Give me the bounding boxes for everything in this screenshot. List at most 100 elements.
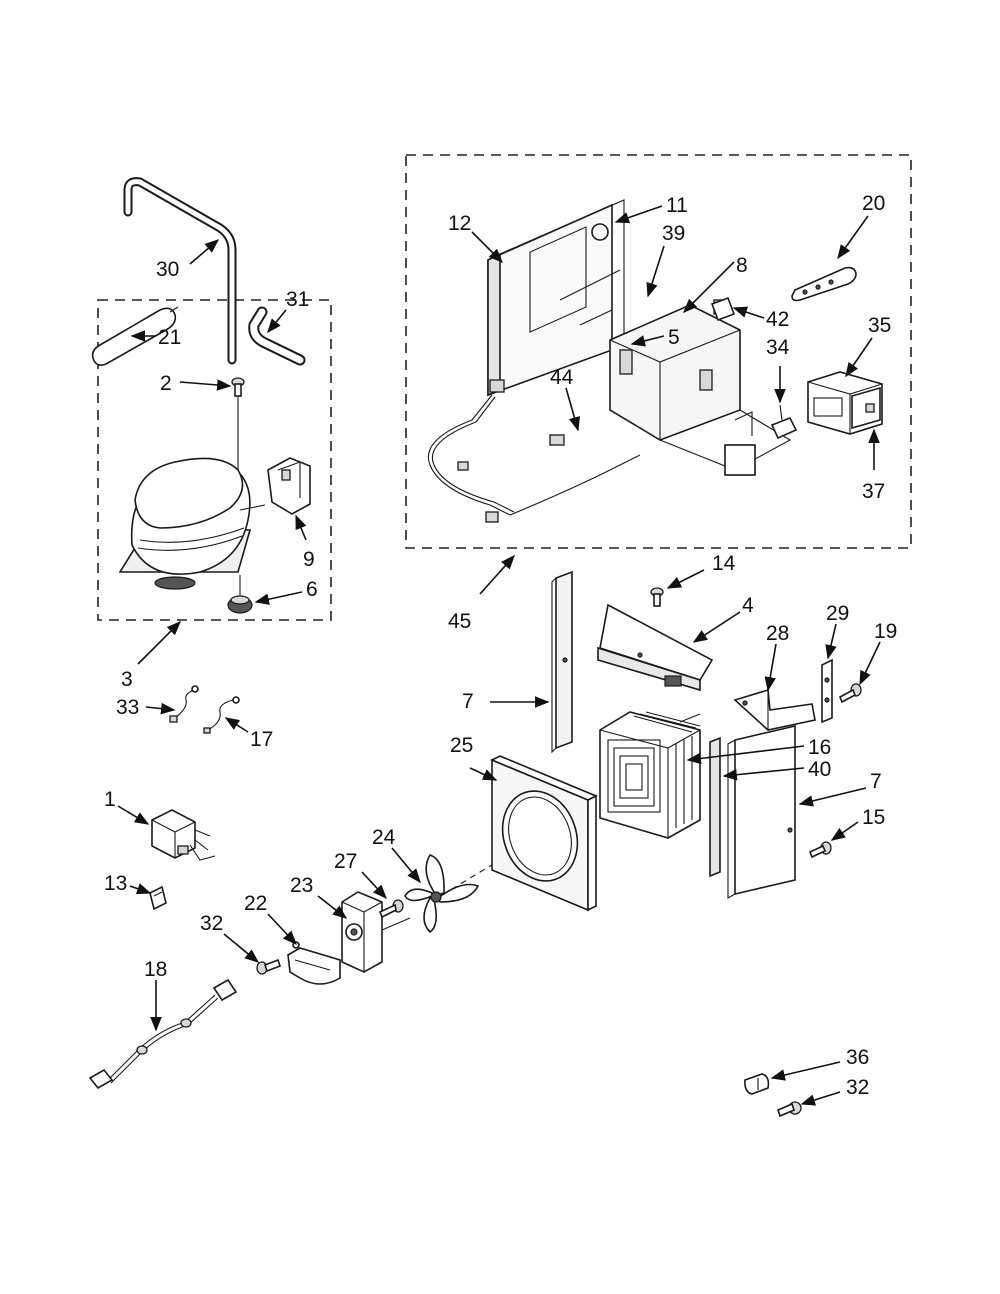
callout-7-right-label: 7 — [870, 770, 882, 793]
part-40-strip — [709, 736, 721, 878]
callout-13: 13 — [104, 872, 152, 895]
callout-18-label: 18 — [144, 958, 167, 981]
callout-11: 11 — [614, 194, 688, 224]
callout-28: 28 — [764, 622, 789, 692]
callout-45-label: 45 — [448, 610, 471, 633]
callout-33-label: 33 — [116, 696, 139, 719]
callout-16-label: 16 — [808, 736, 831, 759]
callout-44-label: 44 — [550, 366, 574, 389]
callout-44: 44 — [550, 366, 580, 432]
callout-29: 29 — [825, 602, 849, 660]
part-15-screw — [808, 841, 832, 859]
part-27-screw — [378, 899, 404, 919]
callout-32-left: 32 — [200, 912, 260, 963]
part-30-tube — [123, 177, 237, 365]
control-bracket — [609, 299, 792, 476]
callout-9: 9 — [295, 514, 315, 571]
part-44-harness — [427, 394, 641, 523]
callout-21: 21 — [130, 326, 181, 349]
part-7-panel-right — [727, 724, 796, 899]
callout-25-label: 25 — [450, 734, 473, 757]
part-19-screw — [838, 683, 862, 704]
callout-34-label: 34 — [766, 336, 790, 359]
callout-33: 33 — [116, 696, 176, 719]
part-31-tube — [248, 306, 306, 366]
callout-25: 25 — [450, 734, 498, 781]
callout-31: 31 — [267, 288, 309, 334]
callout-36-label: 36 — [846, 1046, 869, 1069]
callout-35: 35 — [845, 314, 891, 378]
callout-6-label: 6 — [306, 578, 318, 601]
callout-39-label: 39 — [662, 222, 685, 245]
callout-32-left-label: 32 — [200, 912, 223, 935]
part-25-shroud — [490, 755, 598, 912]
part-32-screw-left — [256, 958, 282, 975]
part-23-motor — [341, 891, 411, 973]
callout-40-label: 40 — [808, 758, 831, 781]
callout-31-label: 31 — [286, 288, 309, 311]
part-28-bracket — [733, 688, 816, 731]
part-1-relay — [151, 809, 216, 861]
callout-27: 27 — [334, 850, 387, 900]
part-14-screw — [650, 587, 664, 607]
callout-12: 12 — [448, 212, 504, 264]
part-18-cord — [88, 978, 238, 1090]
callout-9-label: 9 — [303, 548, 315, 571]
callout-4: 4 — [692, 594, 754, 643]
part-32-screw-right — [777, 1101, 802, 1118]
callout-30-label: 30 — [156, 258, 179, 281]
callout-36: 36 — [770, 1046, 869, 1081]
callout-22-label: 22 — [244, 892, 267, 915]
callout-40: 40 — [722, 758, 831, 781]
callout-12-label: 12 — [448, 212, 471, 235]
compressor-group-box — [97, 299, 332, 621]
callout-17-label: 17 — [250, 728, 273, 751]
part-22-bracket — [287, 941, 341, 985]
part-16-condenser — [599, 711, 701, 839]
callout-18: 18 — [144, 958, 167, 1032]
callout-11-label: 11 — [666, 194, 688, 217]
callout-5-label: 5 — [668, 326, 680, 349]
callout-15-label: 15 — [862, 806, 885, 829]
callout-42-label: 42 — [766, 308, 789, 331]
part-2-screw — [231, 377, 245, 397]
part-17-wire — [203, 696, 240, 734]
callout-35-label: 35 — [868, 314, 891, 337]
callout-23: 23 — [290, 874, 348, 919]
part-9-cover — [267, 457, 311, 515]
callout-2: 2 — [160, 372, 232, 395]
callout-21-label: 21 — [158, 326, 181, 349]
control-housing — [487, 199, 625, 397]
callout-20: 20 — [837, 192, 885, 260]
callout-7-left-label: 7 — [462, 690, 474, 713]
callout-1: 1 — [104, 788, 150, 825]
part-29-bracket — [821, 658, 833, 724]
part-24-fan — [404, 854, 501, 934]
callout-27-label: 27 — [334, 850, 357, 873]
callout-45: 45 — [448, 554, 515, 633]
callout-3: 3 — [121, 620, 182, 691]
control-group-box — [405, 154, 912, 549]
callout-13-label: 13 — [104, 872, 127, 895]
part-13-label — [149, 885, 167, 911]
callout-14: 14 — [666, 552, 736, 589]
part-20-handle — [791, 266, 857, 302]
part-6-grommet — [227, 575, 253, 614]
callout-24-label: 24 — [372, 826, 396, 849]
callout-16: 16 — [686, 736, 831, 765]
part-37-cover — [851, 386, 881, 430]
callout-4-label: 4 — [742, 594, 754, 617]
callout-2-label: 2 — [160, 372, 172, 395]
callout-37-label: 37 — [862, 480, 885, 503]
callout-6: 6 — [254, 578, 318, 605]
callout-7-right: 7 — [798, 770, 882, 807]
callout-3-label: 3 — [121, 668, 133, 691]
part-4-cover — [597, 603, 714, 692]
callout-5: 5 — [630, 326, 680, 349]
callout-20-label: 20 — [862, 192, 885, 215]
part-7-panel-left — [551, 570, 573, 754]
callout-37: 37 — [862, 428, 885, 503]
compressor — [118, 396, 266, 590]
callout-22: 22 — [244, 892, 297, 946]
